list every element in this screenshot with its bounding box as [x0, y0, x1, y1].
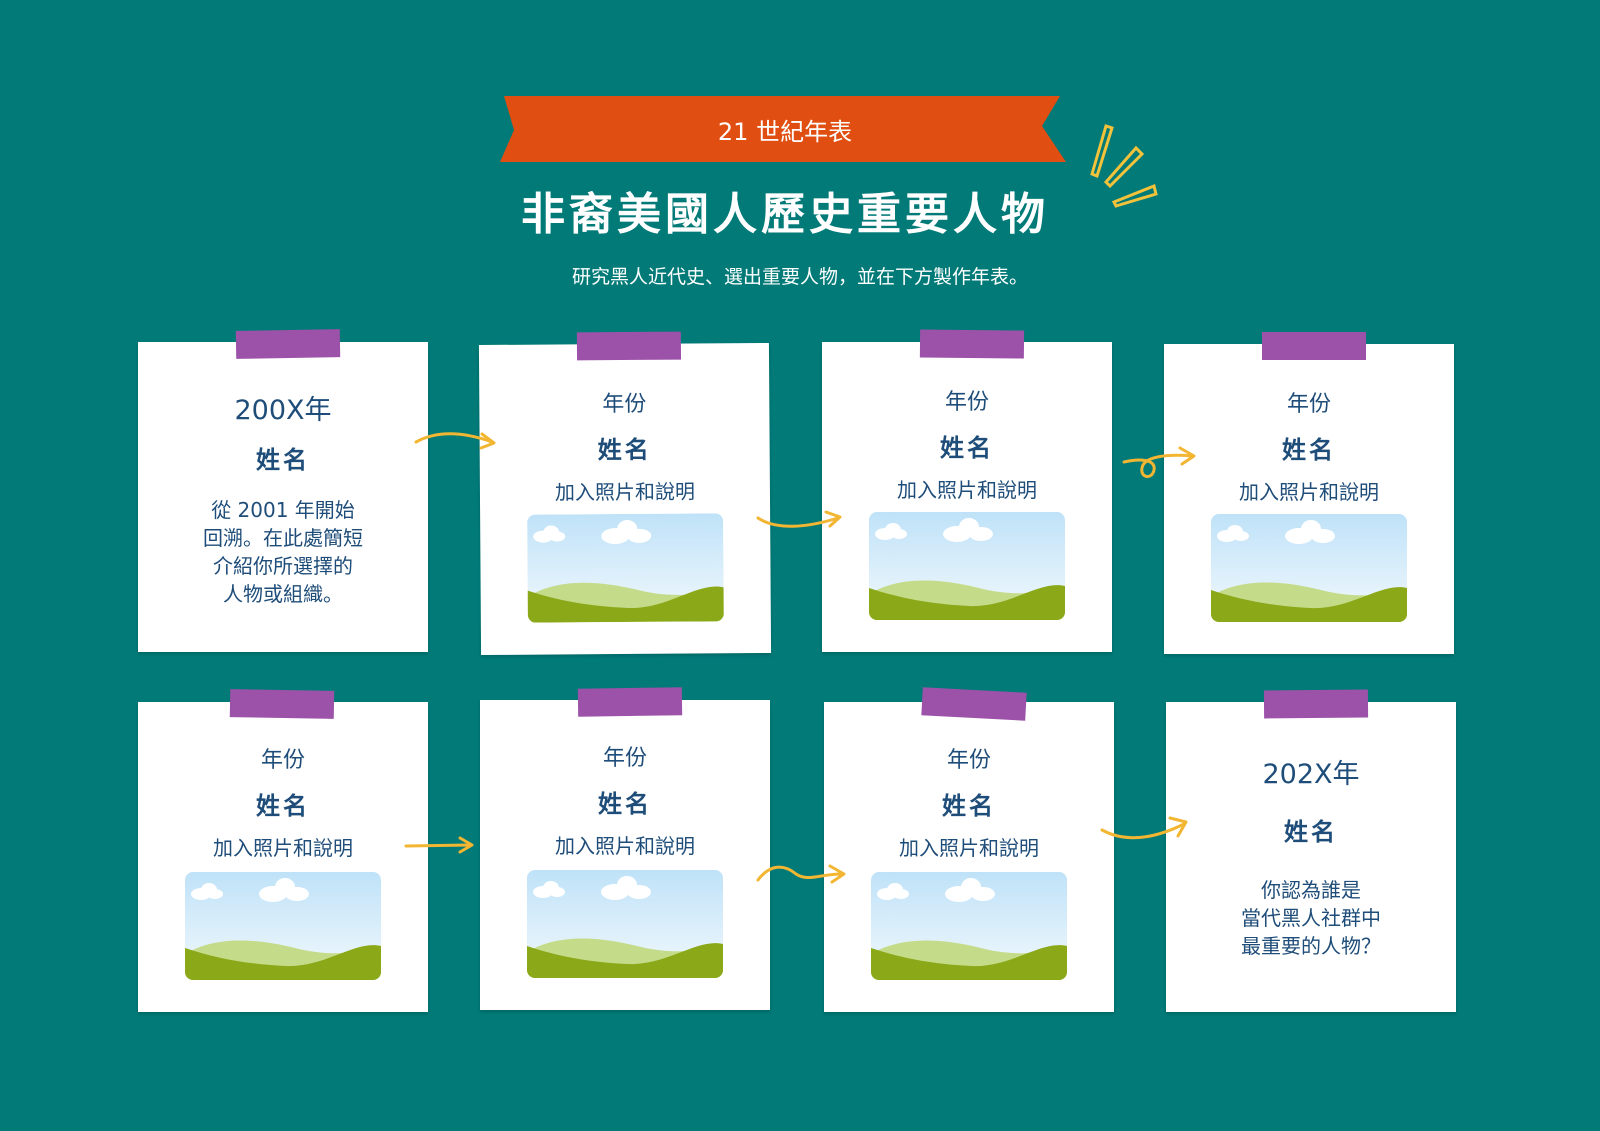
- card-description: 加入照片和說明: [554, 479, 696, 505]
- image-placeholder-icon[interactable]: [871, 872, 1067, 980]
- card-description: 你認為誰是 當代黑人社群中 最重要的人物？: [1166, 876, 1456, 960]
- card-name: 姓名: [256, 792, 310, 820]
- tape-decoration: [919, 329, 1025, 359]
- card-description-line: 最重要的人物？: [1241, 934, 1381, 958]
- tape-decoration: [235, 329, 341, 359]
- card-name: 姓名: [598, 790, 652, 818]
- card-description-line: 介紹你所選擇的: [213, 554, 353, 578]
- card-year: 年份: [946, 748, 991, 773]
- tape-decoration: [576, 331, 682, 361]
- tape-decoration: [921, 687, 1027, 721]
- timeline-card-8: 202X年 姓名 你認為誰是 當代黑人社群中 最重要的人物？: [1166, 689, 1456, 1012]
- timeline-card-5: 年份 姓名 加入照片和說明: [138, 689, 428, 1012]
- banner-text: 21 世紀年表: [717, 117, 853, 146]
- card-description-line: 人物或組織。: [223, 582, 343, 606]
- arrow-icon: [404, 836, 474, 854]
- card-description: 加入照片和說明: [213, 836, 353, 860]
- tape-decoration: [1263, 689, 1369, 719]
- banner-ribbon-shape: [500, 96, 1066, 162]
- card-year: 年份: [260, 748, 305, 773]
- card-name: 姓名: [942, 792, 996, 820]
- timeline-card-4: 年份 姓名 加入照片和說明: [1164, 332, 1454, 654]
- timeline-card-7: 年份 姓名 加入照片和說明: [824, 687, 1114, 1012]
- tape-decoration: [1262, 332, 1366, 360]
- image-placeholder-icon[interactable]: [1211, 514, 1407, 622]
- card-description-line: 回溯。在此處簡短: [203, 526, 363, 550]
- card-description-line: 當代黑人社群中: [1241, 906, 1381, 930]
- card-description-line: 從 2001 年開始: [211, 498, 355, 522]
- card-description: 從 2001 年開始 回溯。在此處簡短 介紹你所選擇的 人物或組織。: [138, 496, 428, 608]
- card-year: 年份: [1286, 392, 1331, 417]
- card-year: 年份: [602, 746, 647, 771]
- card-description: 加入照片和說明: [1239, 480, 1379, 504]
- page-subtitle: 研究黑人近代史、選出重要人物，並在下方製作年表。: [571, 266, 1028, 288]
- card-description: 加入照片和說明: [899, 836, 1039, 860]
- card-year: 202X年: [1262, 759, 1360, 790]
- card-name: 姓名: [256, 446, 310, 474]
- image-placeholder-icon[interactable]: [185, 872, 381, 980]
- timeline-card-1: 200X年 姓名 從 2001 年開始 回溯。在此處簡短 介紹你所選擇的 人物或…: [138, 329, 428, 652]
- header-banner: 21 世紀年表: [500, 96, 1070, 162]
- arrow-icon: [1122, 446, 1196, 478]
- image-placeholder-icon[interactable]: [527, 870, 723, 978]
- sparkle-icon: [1090, 124, 1158, 208]
- arrow-icon: [756, 864, 846, 884]
- card-description-line: 你認為誰是: [1261, 878, 1361, 902]
- card-name: 姓名: [597, 435, 652, 465]
- card-year: 200X年: [234, 395, 332, 426]
- tape-decoration: [577, 687, 683, 717]
- arrow-icon: [1100, 816, 1188, 840]
- timeline-card-2: 年份 姓名 加入照片和說明: [478, 331, 772, 656]
- card-year: 年份: [602, 391, 647, 418]
- page-title: 非裔美國人歷史重要人物: [521, 189, 1049, 240]
- timeline-card-6: 年份 姓名 加入照片和說明: [480, 687, 770, 1010]
- image-placeholder-icon[interactable]: [869, 512, 1065, 620]
- arrow-icon: [756, 510, 842, 528]
- card-description: 加入照片和說明: [897, 478, 1037, 502]
- card-name: 姓名: [1284, 818, 1338, 846]
- timeline-card-3: 年份 姓名 加入照片和說明: [822, 329, 1112, 652]
- image-placeholder-icon[interactable]: [527, 513, 724, 623]
- card-year: 年份: [944, 390, 989, 415]
- tape-decoration: [229, 689, 335, 719]
- card-name: 姓名: [1282, 436, 1336, 464]
- card-name: 姓名: [940, 434, 994, 462]
- arrow-icon: [414, 432, 496, 450]
- card-description: 加入照片和說明: [555, 834, 695, 858]
